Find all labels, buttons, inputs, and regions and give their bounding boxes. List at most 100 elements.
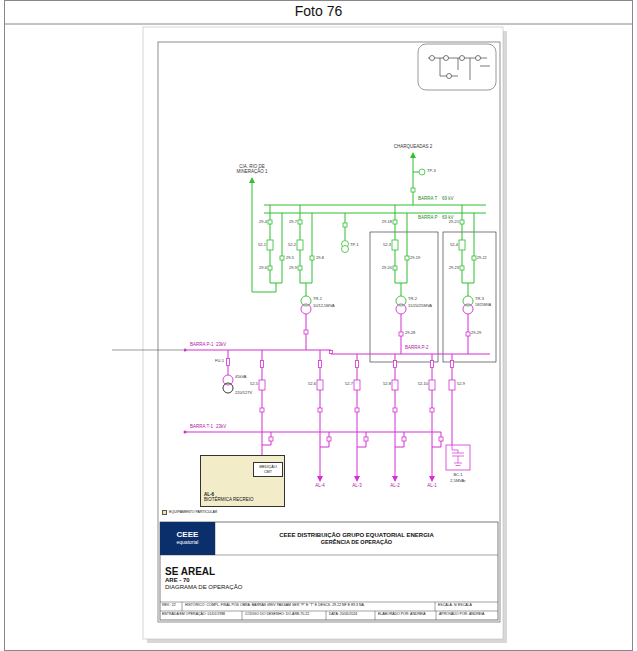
equipment-label: AL-1 [427, 484, 437, 489]
capacitor-symbol [452, 445, 464, 466]
disconnect-switch [411, 188, 415, 192]
equipment-label: BARRA T-1 [190, 425, 213, 430]
equipment-label: AL-2 [390, 484, 400, 489]
equipment-label: TP-1 [350, 243, 359, 247]
equipment-label: TR-1 [313, 297, 322, 301]
equipment-label: 52-6 [308, 382, 316, 386]
feeder-arrow [317, 476, 435, 482]
equipment-label: 29-23 [449, 266, 459, 270]
equipment-label: 45kVA [235, 375, 247, 379]
fuse [451, 361, 454, 368]
inset-node [447, 74, 452, 79]
node-text: MEDIÇÃO CMT [255, 465, 281, 473]
bypass-switch [269, 437, 273, 441]
equipment-label: TR-3 [475, 297, 484, 301]
frame-divider [5, 24, 633, 25]
bay-enclosure [443, 232, 496, 362]
title-grid [160, 522, 498, 620]
equipment-label: 29-22 [477, 256, 487, 260]
circuit-breaker [459, 240, 465, 250]
equipment-label: APROVADO POR: ANDREIA [439, 613, 484, 617]
capacitor-bank [446, 445, 470, 470]
node-text: ARE - 70 [165, 577, 190, 584]
equipment-label: 220/127V [235, 391, 252, 395]
photo-caption: Foto 76 [5, 4, 632, 19]
equipment-label: 52-4 [450, 243, 458, 247]
node-text: equatorial [177, 540, 199, 546]
fuse [394, 361, 397, 368]
equipment-label: 29-9 [289, 266, 297, 270]
equipment-label: ESCALA: S/ ESCALA [438, 604, 472, 608]
disconnect-switch [268, 220, 272, 224]
equipment-label: ELABORADO POR: ANDREIA [378, 613, 426, 617]
circuit-breaker [449, 380, 455, 390]
hv-wiring [252, 158, 486, 296]
bypass-switch [402, 437, 406, 441]
customer-box: AL-6BIOTÉRMICA RECREIOMEDIÇÃO CMT [200, 455, 285, 507]
equipment-label: CIA. RIO DE MINERAÇÃO 1 [231, 165, 273, 175]
line-arrow [249, 152, 416, 183]
inset-nodes [430, 56, 481, 79]
node-text: CEEE [177, 531, 199, 540]
node-text: SE AREAL [165, 566, 215, 577]
disconnect-switch [268, 266, 272, 270]
disconnect-switch [330, 351, 333, 354]
circuit-breaker [354, 380, 360, 390]
bypass-switch [439, 437, 443, 441]
potential-transformer [342, 246, 349, 253]
node-text: GERÊNCIA DE OPERAÇÃO [321, 539, 392, 545]
disconnect-switch [318, 408, 322, 412]
equipment-label: HISTÓRICO: COMPL. FINAL PÓS OBRA: BARRAS… [185, 604, 365, 608]
disconnect-switch [260, 408, 264, 412]
circuit-breaker [259, 380, 265, 390]
equipment-label: CÓDIGO DO DESENHO: DO-ARE.70-22 [245, 613, 309, 617]
equipment-label: AL-4 [315, 484, 325, 489]
drawing-sheet [143, 27, 503, 639]
transformer-winding [301, 296, 311, 306]
fuse [319, 361, 322, 368]
bay-enclosure [370, 232, 438, 362]
photo-frame [5, 1, 633, 651]
equipment-label: BARRA T [418, 197, 437, 202]
transformer-winding [223, 383, 233, 393]
equipment-label: 69 kV [442, 197, 454, 202]
hv-switches [267, 169, 476, 270]
inset-node [476, 56, 481, 61]
node-text: BIOTÉRMICA RECREIO [204, 498, 254, 503]
disconnect-switch [310, 256, 314, 260]
transformer-winding [396, 296, 406, 306]
sheet-border [158, 42, 500, 622]
circuit-breaker [267, 240, 273, 250]
circuit-breaker [392, 380, 398, 390]
disconnect-switch [430, 408, 434, 412]
power-transformers [223, 296, 473, 393]
node-text: CEEE DISTRIBUIÇÃO GRUPO EQUATORIAL ENERG… [279, 532, 434, 539]
equipment-label: BARRA P-1 [190, 343, 214, 348]
inset-frame [418, 44, 496, 90]
inset-node [444, 56, 449, 61]
mv-switches [227, 330, 471, 441]
equipment-label: 29-7 [289, 220, 297, 224]
equipment-label: 29-28 [405, 331, 415, 335]
transformer-winding [396, 304, 406, 314]
disconnect-switch [343, 223, 347, 227]
equipment-label: 29-8 [316, 256, 324, 260]
inset-node [430, 56, 435, 61]
circuit-breaker [429, 380, 435, 390]
fuse [261, 361, 264, 368]
fuse [431, 361, 434, 368]
equipment-label: DATA: 20/05/2024 [329, 613, 357, 617]
bypass-switch [327, 437, 331, 441]
equipment-label: 52-10 [418, 382, 428, 386]
equipment-label: TR-2 [408, 297, 417, 301]
equipment-label: BARRA P [418, 216, 438, 221]
header-cell: CEEE DISTRIBUIÇÃO GRUPO EQUATORIAL ENERG… [215, 522, 498, 555]
fuse [227, 359, 230, 366]
equipment-label: 52-9 [457, 382, 465, 386]
transformer-winding [223, 375, 233, 385]
disconnect-switch [472, 256, 476, 260]
equipment-label: REV.: 22 [162, 604, 176, 608]
circuit-breaker [317, 380, 323, 390]
equipment-label: 52-2 [288, 243, 296, 247]
